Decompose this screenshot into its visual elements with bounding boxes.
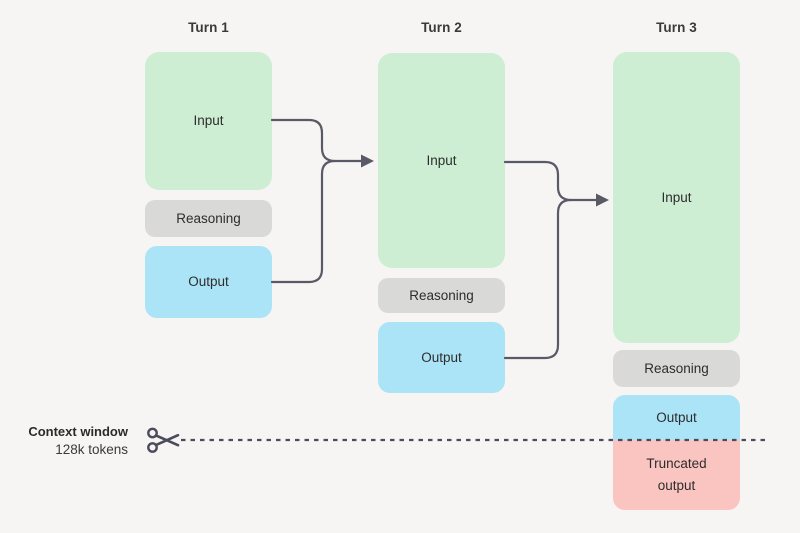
turn-1-output-box: Output xyxy=(145,246,272,318)
turn-1-title: Turn 1 xyxy=(188,20,229,35)
turn-2-input-box: Input xyxy=(378,53,505,268)
turn-1-input-box: Input xyxy=(145,52,272,190)
turn-3-truncated-output-label: Truncated output xyxy=(646,456,707,493)
turn-2-reasoning-label: Reasoning xyxy=(409,287,474,303)
turn-2-reasoning-box: Reasoning xyxy=(378,278,505,313)
turn-3-input-box: Input xyxy=(613,52,740,343)
turn-3-title: Turn 3 xyxy=(656,20,697,35)
arrow-turn2-to-turn3 xyxy=(503,160,599,360)
context-window-title: Context window xyxy=(28,424,128,439)
turn-2-input-label: Input xyxy=(426,152,457,168)
context-window-subtitle: 128k tokens xyxy=(55,442,128,457)
turn-3-reasoning-label: Reasoning xyxy=(644,360,709,376)
turn-1-reasoning-label: Reasoning xyxy=(176,210,241,226)
turn-3-output-label: Output xyxy=(656,409,697,425)
turn-2-output-box: Output xyxy=(378,322,505,393)
turn-2-output-label: Output xyxy=(421,349,462,365)
arrowhead-turn3-input xyxy=(596,193,609,207)
arrowhead-turn2-input xyxy=(361,154,374,168)
turn-1-input-label: Input xyxy=(193,113,224,129)
turn-1-reasoning-box: Reasoning xyxy=(145,200,272,237)
turn-3-input-label: Input xyxy=(661,189,692,205)
context-window-label: Context window 128k tokens xyxy=(8,423,128,459)
turn-3-truncated-output-box: Truncated output xyxy=(613,440,740,510)
turn-3-reasoning-box: Reasoning xyxy=(613,350,740,387)
turn-1-output-label: Output xyxy=(188,274,229,290)
arrow-turn1-to-turn2 xyxy=(270,118,364,284)
turn-3-output-box: Output xyxy=(613,395,740,440)
scissors-icon xyxy=(147,427,180,453)
turn-2-title: Turn 2 xyxy=(421,20,462,35)
